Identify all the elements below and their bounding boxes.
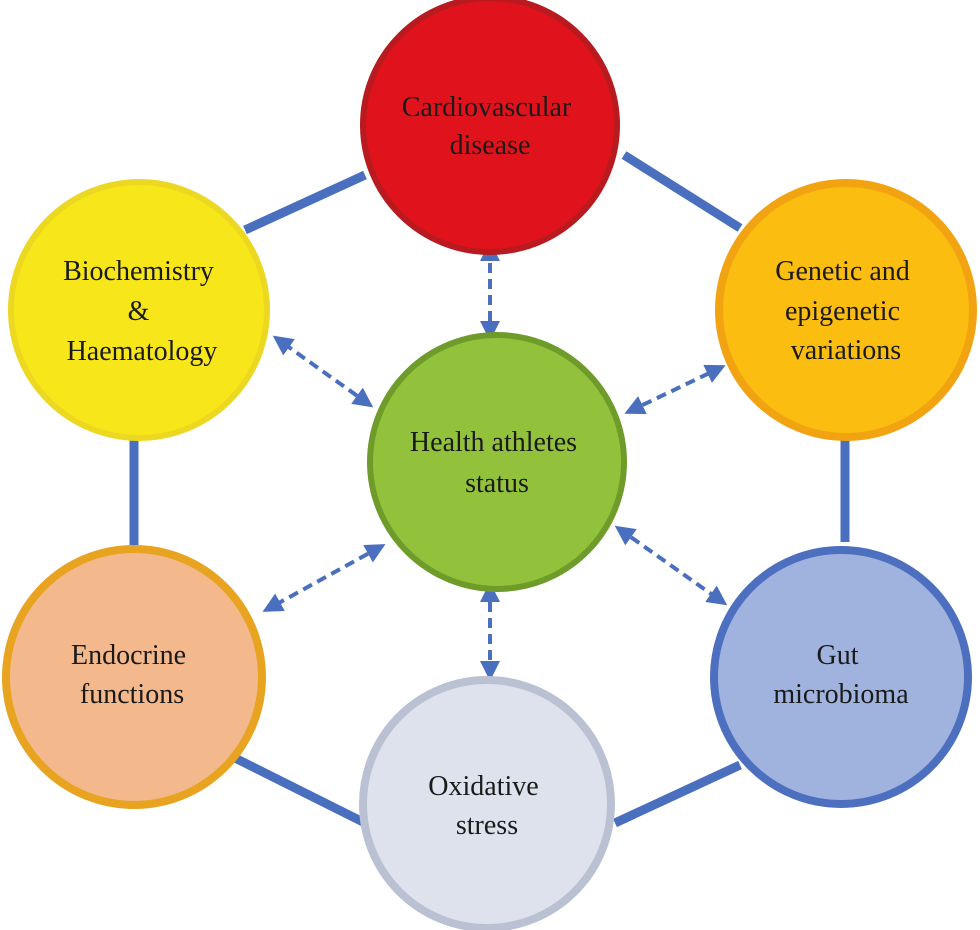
label-gut-line-1: Gut: [817, 640, 859, 671]
label-center-line-1: Health athletes: [410, 427, 577, 458]
label-cardio-line-1: Cardiovascular: [402, 92, 572, 123]
circle-gut: [710, 546, 972, 808]
label-cardio-line-2: disease: [450, 130, 531, 161]
circle-oxidative: [359, 676, 615, 930]
label-endocrine-line-2: functions: [80, 679, 184, 710]
circle-biochem: [8, 179, 270, 441]
label-endocrine-line-1: Endocrine: [71, 640, 186, 671]
circle-genetic: [715, 179, 977, 441]
circle-endocrine: [2, 545, 266, 809]
arrow-center-genetic: [624, 364, 726, 415]
arrow-center-gut: [614, 525, 728, 606]
label-genetic: Genetic and epigenetic variations: [775, 256, 917, 366]
label-biochem-line-3: Haematology: [67, 336, 218, 367]
label-genetic-line-1: Genetic and: [775, 256, 910, 287]
label-cardio: Cardiovascular disease: [402, 92, 579, 161]
label-gut: Gut microbioma: [773, 640, 909, 710]
ring-connectors: [129, 151, 850, 828]
label-genetic-line-2: epigenetic: [785, 296, 900, 327]
label-genetic-line-3: variations: [791, 335, 901, 366]
label-center: Health athletes status: [410, 427, 584, 499]
arrow-center-endocrine: [262, 544, 386, 612]
label-biochem: Biochemistry & Haematology: [63, 256, 221, 367]
circle-center: [367, 332, 627, 592]
label-oxidative-line-1: Oxidative: [428, 771, 538, 802]
arrow-center-biochem: [272, 335, 374, 408]
label-biochem-line-1: Biochemistry: [63, 256, 214, 287]
label-oxidative: Oxidative stress: [428, 771, 545, 841]
label-gut-line-2: microbioma: [773, 679, 909, 710]
label-endocrine: Endocrine functions: [71, 640, 193, 710]
connector-cardio-genetic: [621, 151, 743, 232]
circle-cardio: [360, 0, 620, 255]
label-biochem-line-2: &: [128, 296, 150, 327]
dashed-arrows: [262, 241, 728, 681]
connector-oxidative-endocrine: [232, 753, 368, 828]
label-center-line-2: status: [465, 468, 529, 499]
label-oxidative-line-2: stress: [456, 810, 518, 841]
connector-gut-oxidative: [613, 760, 742, 828]
connector-biochem-cardio: [243, 170, 367, 235]
